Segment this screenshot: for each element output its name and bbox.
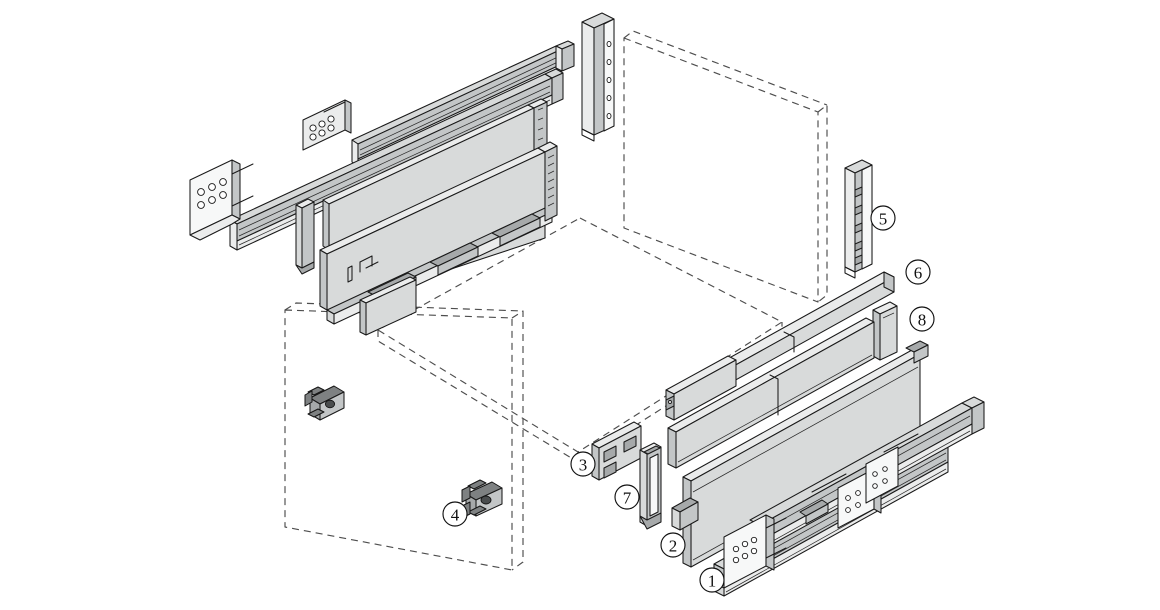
callout-6: 6 — [905, 259, 931, 285]
full-extension-runner — [713, 396, 985, 597]
small-fascia-strip — [359, 276, 417, 336]
callout-4: 4 — [442, 501, 468, 527]
base-panel-fixing-bracket — [591, 421, 642, 481]
callout-3: 3 — [570, 451, 596, 477]
callout-4-label: 4 — [451, 506, 460, 525]
callout-5-label: 5 — [879, 210, 888, 229]
rear-panel-bracket-top-left — [581, 12, 615, 142]
drawer-side-panel-main — [671, 340, 929, 568]
callout-group: 1 2 3 4 5 6 7 8 — [442, 205, 935, 593]
callout-2-label: 2 — [669, 537, 678, 556]
callout-1: 1 — [699, 567, 725, 593]
callout-7: 7 — [614, 484, 640, 510]
callout-8-label: 8 — [918, 311, 927, 330]
front-fixing-bracket-lower — [461, 479, 503, 519]
drawer-side-rail-thin — [667, 317, 875, 469]
callout-2: 2 — [660, 532, 686, 558]
rear-panel-connector-upper — [295, 198, 315, 275]
callout-7-label: 7 — [623, 489, 632, 508]
drawer-side-rail-short — [665, 355, 737, 421]
callout-1-label: 1 — [708, 572, 717, 591]
rear-panel-bracket-right — [844, 159, 873, 279]
front-fixing-bracket-upper — [304, 385, 345, 421]
drawer-side-panel-lower — [319, 141, 558, 325]
callout-6-label: 6 — [914, 264, 923, 283]
panel-front-dashed — [284, 302, 524, 571]
callout-5: 5 — [870, 205, 896, 231]
panel-back-dashed — [623, 30, 828, 303]
end-cap — [872, 301, 898, 361]
callout-3-label: 3 — [579, 456, 588, 475]
callout-8: 8 — [909, 306, 935, 332]
rear-panel-connector — [639, 442, 662, 530]
